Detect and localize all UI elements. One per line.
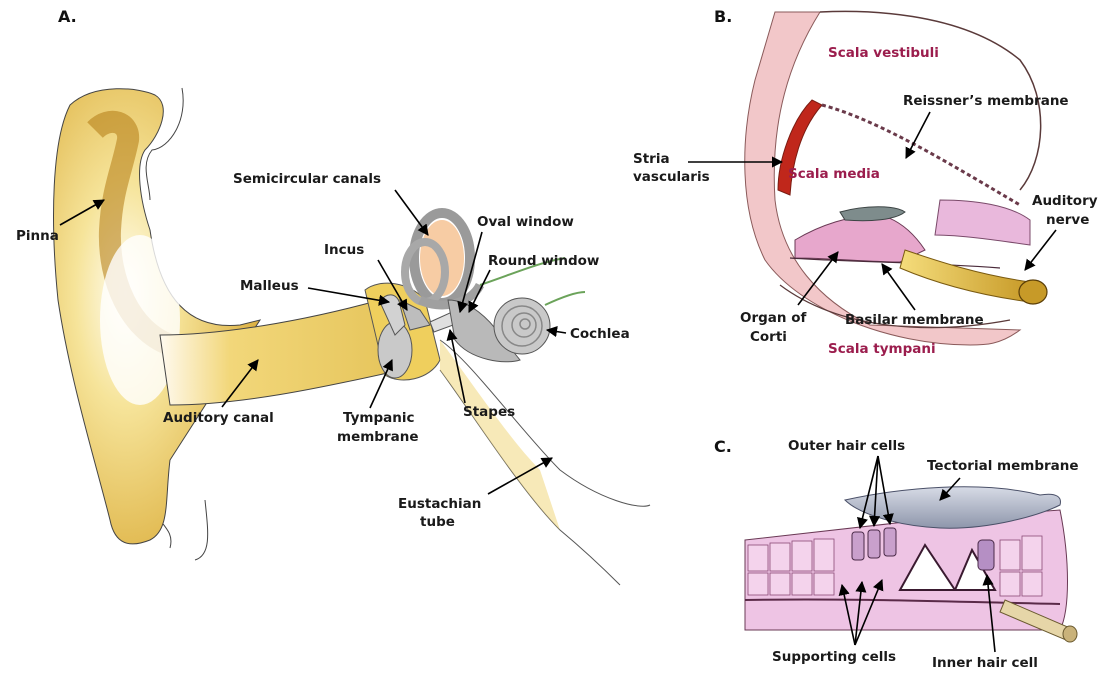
label-pinna: Pinna: [16, 228, 59, 244]
label-incus: Incus: [324, 242, 364, 258]
support-cell: [814, 539, 834, 571]
label-stria-line1: Stria: [633, 151, 670, 167]
nerve-fiber-end: [1063, 626, 1077, 642]
arrow-semicircular-canals: [395, 190, 428, 235]
label-auditory-canal: Auditory canal: [163, 410, 274, 426]
spiral-limbus: [935, 200, 1030, 245]
auditory-nerve-shape: [900, 250, 1030, 302]
support-cell: [792, 541, 812, 571]
panel-c-organ-of-corti-detail: C.: [714, 437, 1079, 671]
panel-b-cochlea-cross-section: B. Scala vestibuli Reissner’s membrane S…: [633, 7, 1098, 357]
label-tectorial-membrane: Tectorial membrane: [927, 458, 1079, 474]
reissners-membrane-shape: [822, 105, 1020, 205]
label-organ-line1: Organ of: [740, 310, 806, 326]
eustachian-tube-upper: [440, 340, 650, 506]
label-oval-window: Oval window: [477, 214, 574, 230]
inner-hair-cell-shape: [978, 540, 994, 570]
label-eustachian-line1: Eustachian: [398, 496, 481, 512]
label-basilar-membrane: Basilar membrane: [845, 312, 984, 328]
support-cell: [748, 573, 768, 595]
label-cochlea: Cochlea: [570, 326, 630, 342]
support-cell: [814, 573, 834, 595]
label-scala-tympani: Scala tympani: [828, 341, 936, 357]
label-outer-hair-cells: Outer hair cells: [788, 438, 905, 454]
support-cell: [770, 573, 790, 595]
cochlear-nerve: [545, 292, 585, 305]
label-semicircular-canals: Semicircular canals: [233, 171, 381, 187]
tectorial-membrane-b: [840, 207, 905, 221]
outer-hair-cell: [884, 528, 896, 556]
label-scala-media: Scala media: [788, 166, 880, 182]
label-eustachian-line2: tube: [420, 514, 455, 530]
label-tympanic-line1: Tympanic: [343, 410, 415, 426]
label-auditory-nerve-line1: Auditory: [1032, 193, 1098, 209]
panel-a-letter: A.: [58, 7, 77, 26]
label-supporting-cells: Supporting cells: [772, 649, 896, 665]
support-cell: [748, 545, 768, 571]
label-tympanic-line2: membrane: [337, 429, 419, 445]
label-scala-vestibuli: Scala vestibuli: [828, 45, 939, 61]
label-reissners-membrane: Reissner’s membrane: [903, 93, 1069, 109]
auditory-canal-shape: [160, 300, 392, 405]
outer-hair-cell: [852, 532, 864, 560]
panel-a-outer-middle-inner-ear: A.: [16, 7, 650, 585]
support-cell: [1022, 536, 1042, 570]
support-cell: [792, 573, 812, 595]
auditory-nerve-end: [1019, 280, 1047, 304]
label-organ-line2: Corti: [750, 329, 787, 345]
support-cell: [1022, 572, 1042, 596]
support-cell: [1000, 540, 1020, 570]
label-inner-hair-cell: Inner hair cell: [932, 655, 1038, 671]
label-stria-line2: vascularis: [633, 169, 710, 185]
support-cell: [770, 543, 790, 571]
panel-c-letter: C.: [714, 437, 732, 456]
label-round-window: Round window: [488, 253, 599, 269]
label-stapes: Stapes: [463, 404, 515, 420]
outer-hair-cells-shapes: [852, 528, 896, 560]
label-auditory-nerve-line2: nerve: [1046, 212, 1089, 228]
outer-hair-cell: [868, 530, 880, 558]
panel-b-letter: B.: [714, 7, 732, 26]
support-cell: [1000, 572, 1020, 596]
label-malleus: Malleus: [240, 278, 299, 294]
